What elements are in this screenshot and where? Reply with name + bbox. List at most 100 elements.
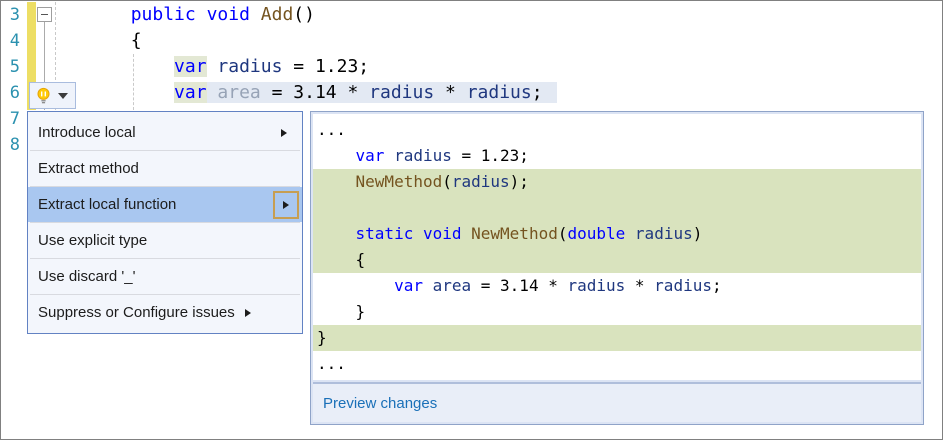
preview-code-line: var radius = 1.23; xyxy=(313,143,921,169)
code-token: area xyxy=(432,276,472,295)
code-token: } xyxy=(317,328,327,347)
code-token: void xyxy=(206,4,250,25)
line-number: 8 xyxy=(9,135,20,155)
menu-item-extract-local-function[interactable]: Extract local function xyxy=(28,187,302,222)
editor-code-area[interactable]: public void Add() { var radius = 1.23; v… xyxy=(44,2,557,106)
code-token xyxy=(207,56,218,77)
preview-code-line: ... xyxy=(313,351,921,377)
code-token xyxy=(384,146,394,165)
code-token: var xyxy=(174,82,207,103)
submenu-arrow-icon xyxy=(244,308,251,317)
code-token: = 1.23; xyxy=(282,56,370,77)
indent-guide xyxy=(133,54,134,110)
preview-code-line xyxy=(313,195,921,221)
menu-item-label: Use explicit type xyxy=(38,232,148,249)
code-token xyxy=(196,4,207,25)
code-token: static xyxy=(355,224,414,243)
menu-item-introduce-local[interactable]: Introduce local xyxy=(28,115,302,150)
code-token xyxy=(207,82,218,103)
code-token: ; xyxy=(711,276,722,295)
line-number: 3 xyxy=(9,5,20,25)
preview-changes-bar: Preview changes xyxy=(313,382,921,422)
menu-item-use-explicit-type[interactable]: Use explicit type xyxy=(28,223,302,258)
menu-item-label: Extract method xyxy=(38,160,139,177)
preview-changes-link[interactable]: Preview changes xyxy=(323,394,438,412)
code-token: () xyxy=(293,4,315,25)
code-token: Add xyxy=(260,4,294,25)
menu-item-label: Introduce local xyxy=(38,124,136,141)
editor-code-line[interactable]: public void Add() xyxy=(44,2,557,28)
code-token: ) xyxy=(692,224,703,243)
code-token: ( xyxy=(557,224,568,243)
code-token: ( xyxy=(442,172,452,191)
code-token: double xyxy=(567,224,626,243)
editor-code-line[interactable]: { xyxy=(44,28,557,54)
menu-item-suppress-or-configure-issues[interactable]: Suppress or Configure issues xyxy=(28,295,302,330)
code-token: radius xyxy=(567,276,626,295)
code-token xyxy=(625,224,635,243)
lightbulb-icon xyxy=(37,87,50,103)
code-token: radius xyxy=(217,56,283,77)
preview-code-line: static void NewMethod(double radius) xyxy=(313,221,921,247)
preview-code-line: } xyxy=(313,299,921,325)
code-token: NewMethod xyxy=(355,172,443,191)
code-token: var xyxy=(355,146,385,165)
code-token xyxy=(462,224,472,243)
submenu-arrow-icon xyxy=(281,128,287,137)
change-tracking-bar xyxy=(27,2,36,110)
minus-icon xyxy=(41,14,48,15)
code-token: { xyxy=(130,30,142,51)
code-token: ... xyxy=(317,354,346,373)
code-token: radius xyxy=(654,276,712,295)
code-token: radius xyxy=(634,224,693,243)
line-number: 4 xyxy=(9,31,20,51)
outline-guide-line xyxy=(44,22,45,110)
collapse-region-toggle[interactable] xyxy=(37,7,52,22)
preview-code-line: { xyxy=(313,247,921,273)
submenu-arrow-icon xyxy=(283,200,289,209)
line-number: 5 xyxy=(9,57,20,77)
code-token: area xyxy=(217,82,261,103)
line-number-gutter: 3 4 5 6 7 8 xyxy=(0,2,20,158)
menu-separator xyxy=(30,150,300,151)
menu-item-use-discard[interactable]: Use discard '_' xyxy=(28,259,302,294)
line-number: 6 xyxy=(9,83,20,103)
menu-item-extract-method[interactable]: Extract method xyxy=(28,151,302,186)
code-token: NewMethod xyxy=(471,224,558,243)
code-token xyxy=(423,276,433,295)
preview-code-line: } xyxy=(313,325,921,351)
menu-item-label: Extract local function xyxy=(38,196,177,213)
code-token: { xyxy=(355,250,366,269)
code-token: ); xyxy=(509,172,529,191)
preview-code-area: ... var radius = 1.23; NewMethod(radius)… xyxy=(313,114,921,380)
editor-code-line[interactable]: var area = 3.14 * radius * radius; xyxy=(44,80,557,106)
code-token: = 3.14 * xyxy=(260,82,370,103)
code-token: } xyxy=(355,302,366,321)
code-token: ... xyxy=(317,120,346,139)
indent-guide xyxy=(55,2,56,110)
submenu-arrow-button[interactable] xyxy=(273,190,299,219)
menu-separator xyxy=(30,258,300,259)
code-token xyxy=(250,4,261,25)
menu-separator xyxy=(30,294,300,295)
code-token: radius xyxy=(369,82,435,103)
preview-code-line: var area = 3.14 * radius * radius; xyxy=(313,273,921,299)
editor-code-line[interactable]: var radius = 1.23; xyxy=(44,54,557,80)
refactor-preview-popup: ... var radius = 1.23; NewMethod(radius)… xyxy=(310,111,924,425)
code-token: = 3.14 * xyxy=(471,276,568,295)
quick-actions-button[interactable] xyxy=(29,82,76,109)
menu-item-label: Suppress or Configure issues xyxy=(38,304,235,321)
menu-separator xyxy=(30,222,300,223)
chevron-down-icon xyxy=(58,92,68,99)
code-token: radius xyxy=(466,82,532,103)
code-token: ; xyxy=(531,82,543,103)
code-token: var xyxy=(394,276,423,295)
code-token: radius xyxy=(394,146,452,165)
preview-code-line: NewMethod(radius); xyxy=(313,169,921,195)
menu-separator xyxy=(30,186,300,187)
code-token xyxy=(413,224,423,243)
line-number: 7 xyxy=(9,109,20,129)
code-token: radius xyxy=(451,172,510,191)
code-token: public xyxy=(130,4,196,25)
